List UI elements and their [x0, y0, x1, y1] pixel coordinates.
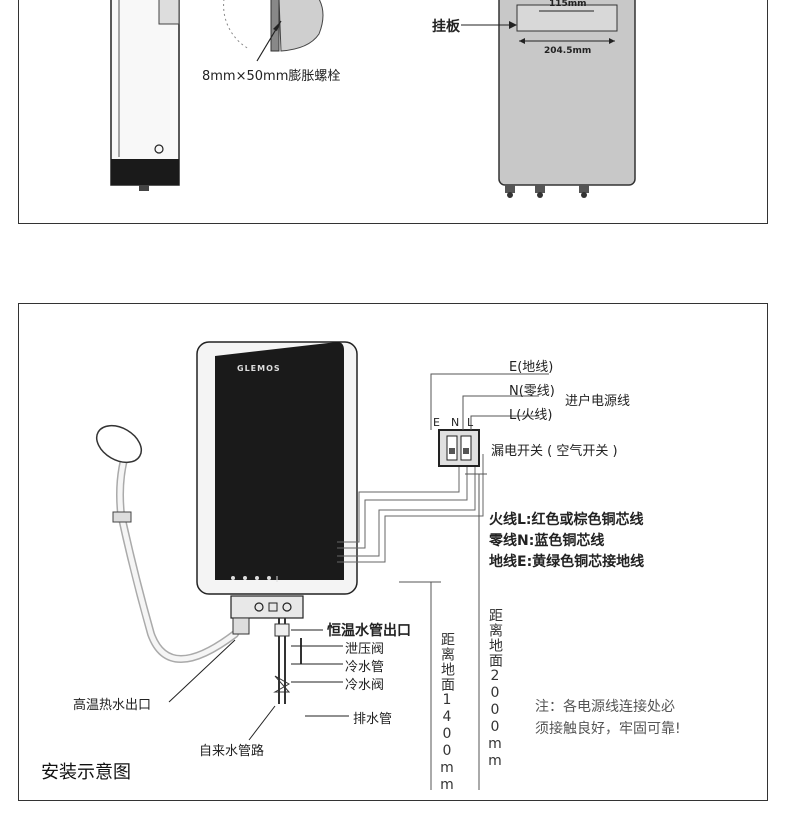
pipes-and-valves [168, 617, 349, 741]
wire-color-line-e: 地线E:黄绿色铜芯接地线 [489, 554, 645, 570]
brand-logo: GLEMOS [237, 364, 281, 373]
power-wires [337, 454, 484, 563]
diagram-caption: 安装示意图 [41, 762, 131, 783]
top-diagram-drawing [110, 0, 636, 198]
note-line-2: 须接触良好，牢固可靠! [535, 721, 681, 737]
breaker-box [438, 429, 480, 467]
top-installation-panel: 8mm×50mm膨胀螺栓 挂板 115mm 204.5mm [18, 0, 768, 224]
terminal-l-label: L [467, 416, 474, 429]
height-reference [399, 473, 487, 790]
power-line-label: 进户电源线 [565, 394, 631, 409]
hot-outlet-label: 高温热水出口 [73, 698, 152, 713]
relief-valve-label: 泄压阀 [345, 642, 385, 657]
dim-top-label: 115mm [549, 0, 587, 9]
wire-l-label: L(火线) [509, 408, 553, 423]
wire-n-label: N(零线) [509, 384, 555, 399]
wire-color-line-l: 火线L:红色或棕色铜芯线 [489, 512, 644, 528]
heater-back-view [461, 0, 636, 198]
incoming-wires [430, 373, 549, 430]
bolt-detail-circle [223, 0, 324, 62]
wire-color-info: 火线L:红色或棕色铜芯线 零线N:蓝色铜芯线 地线E:黄绿色铜芯接地线 [489, 510, 644, 573]
terminal-e-label: E [433, 416, 440, 429]
terminal-n-label: N [451, 416, 460, 429]
safety-note: 注：各电源线连接处必 须接触良好，牢固可靠! [535, 696, 681, 740]
bottom-diagram-drawing [95, 341, 549, 790]
drain-pipe-label: 排水管 [353, 712, 393, 727]
note-line-1: 注：各电源线连接处必 [535, 699, 675, 715]
wire-color-line-n: 零线N:蓝色铜芯线 [489, 533, 605, 549]
cold-valve-label: 冷水阀 [345, 678, 385, 693]
wire-e-label: E(地线) [509, 360, 554, 375]
heater-side-view [110, 0, 180, 191]
height-1400-label: 距离地面1400mm [439, 632, 455, 794]
outlet-label: 恒温水管出口 [327, 623, 411, 639]
height-2000-label: 距离地面2000mm [487, 608, 503, 770]
tap-water-label: 自来水管路 [199, 744, 265, 759]
breaker-label: 漏电开关 ( 空气开关 ) [491, 444, 618, 459]
bottom-installation-panel: GLEMOS E(地线) N(零线) 进户电源线 L(火线) E N L 漏电开… [18, 303, 768, 801]
hanger-label: 挂板 [432, 19, 460, 35]
bolt-label: 8mm×50mm膨胀螺栓 [202, 69, 341, 84]
shower-hose [95, 424, 239, 663]
dim-bottom-label: 204.5mm [544, 46, 592, 56]
water-heater-front [196, 341, 358, 619]
cold-pipe-label: 冷水管 [345, 660, 385, 675]
